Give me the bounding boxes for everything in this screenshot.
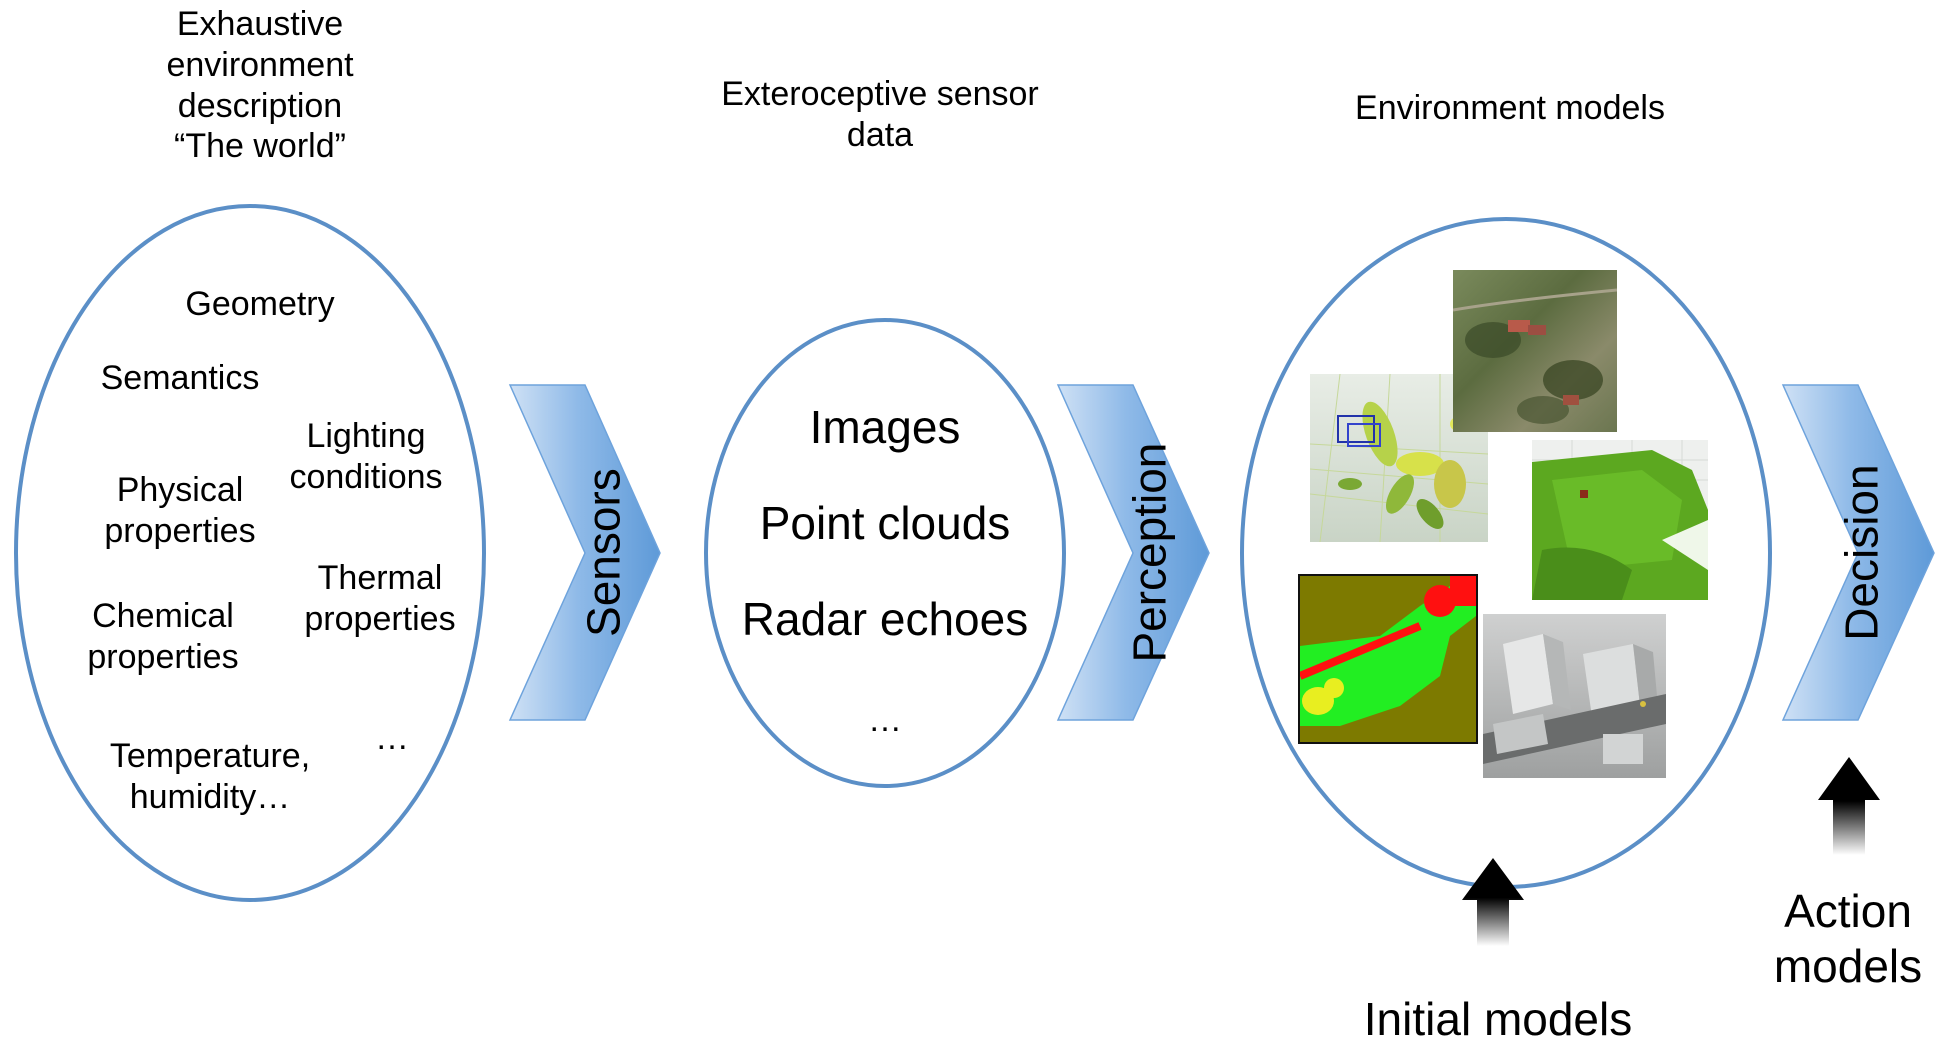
thermal-line-1: Thermal bbox=[317, 559, 443, 597]
sensor-data-header: Exteroceptive sensor data bbox=[721, 74, 1039, 156]
sensor-data-header-line-2: data bbox=[846, 115, 914, 154]
sensor-item-images: Images bbox=[809, 401, 961, 453]
action-models-label: Action models bbox=[1774, 884, 1922, 994]
lighting-line-2: conditions bbox=[289, 457, 443, 496]
city-model-thumbnail bbox=[1483, 614, 1666, 778]
world-item-semantics: Semantics bbox=[100, 359, 260, 397]
world-header-line-2: environment bbox=[166, 45, 354, 84]
initial-models-up-arrow bbox=[1462, 858, 1524, 946]
action-models-line-1: Action bbox=[1784, 885, 1912, 937]
decision-chevron bbox=[1781, 384, 1935, 721]
sensor-item-ellipsis: … bbox=[868, 701, 902, 739]
environment-models-header: Environment models bbox=[1355, 89, 1665, 127]
perception-label: Perception bbox=[1123, 442, 1176, 663]
sensor-item-point-clouds: Point clouds bbox=[759, 497, 1011, 549]
decision-label: Decision bbox=[1835, 464, 1888, 641]
world-ellipse bbox=[14, 204, 486, 902]
sensor-item-radar-echoes: Radar echoes bbox=[741, 593, 1029, 645]
lighting-line-1: Lighting bbox=[306, 417, 426, 455]
aerial-photo-thumbnail bbox=[1453, 270, 1617, 432]
world-item-lighting: Lighting conditions bbox=[289, 416, 442, 498]
world-item-ellipsis: … bbox=[375, 719, 409, 757]
world-item-temperature: Temperature, humidity… bbox=[110, 736, 310, 818]
world-item-thermal: Thermal properties bbox=[304, 558, 455, 640]
initial-models-label: Initial models bbox=[1363, 993, 1633, 1045]
sensors-label: Sensors bbox=[577, 468, 630, 637]
sensor-data-ellipse bbox=[704, 318, 1066, 788]
sensor-data-header-line-1: Exteroceptive sensor bbox=[721, 75, 1039, 113]
temperature-line-2: humidity… bbox=[129, 777, 291, 816]
temperature-line-1: Temperature, bbox=[109, 737, 311, 775]
world-item-chemical: Chemical properties bbox=[87, 596, 238, 678]
sensors-chevron bbox=[508, 384, 661, 721]
physical-line-1: Physical bbox=[116, 471, 244, 509]
action-models-line-2: models bbox=[1773, 940, 1923, 993]
world-header-line-4: “The world” bbox=[174, 127, 346, 166]
world-header: Exhaustive environment description “The … bbox=[166, 4, 353, 167]
terrain-model-thumbnail bbox=[1532, 440, 1708, 600]
world-header-line-1: Exhaustive bbox=[176, 5, 344, 43]
action-models-up-arrow bbox=[1818, 757, 1880, 855]
thermal-line-2: properties bbox=[304, 599, 456, 638]
chemical-line-1: Chemical bbox=[92, 597, 234, 635]
chemical-line-2: properties bbox=[87, 637, 239, 676]
segmentation-map-thumbnail bbox=[1298, 574, 1478, 744]
perception-chevron bbox=[1056, 384, 1210, 721]
world-header-line-3: description bbox=[177, 86, 343, 125]
physical-line-2: properties bbox=[104, 511, 256, 550]
world-item-geometry: Geometry bbox=[185, 285, 335, 323]
world-item-physical: Physical properties bbox=[104, 470, 255, 552]
